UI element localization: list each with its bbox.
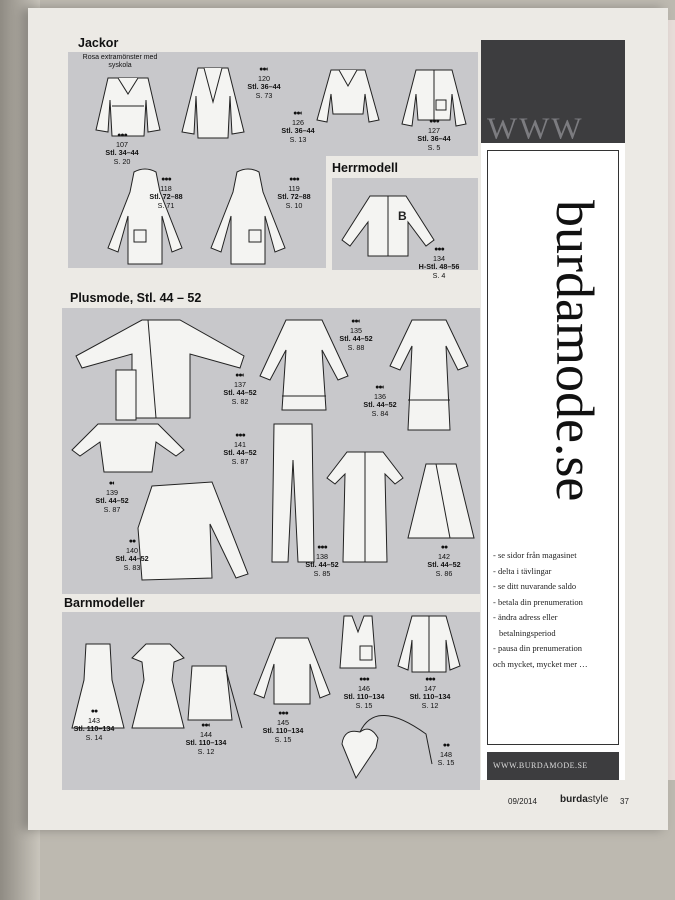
sketch-pants-141: [271, 423, 315, 563]
sketch-skirt-142: [407, 463, 475, 539]
section-title-jackor: Jackor: [78, 36, 119, 50]
ad-url: WWW.BURDAMODE.SE: [493, 761, 588, 770]
sketch-top-139: [71, 423, 185, 473]
sketch-dress-138: [326, 451, 404, 563]
ad-bullet: - se sidor från magasinet: [493, 550, 577, 560]
sketch-jacket-107: [95, 77, 161, 137]
sketch-dress-136: [389, 319, 469, 431]
ad-bottom-band: [487, 752, 619, 780]
sketch-top-135: [259, 319, 349, 411]
section-title-barnmodeller: Barnmodeller: [64, 596, 145, 610]
sketch-jacket-127: [401, 69, 467, 127]
ad-bullet: - se ditt nuvarande saldo: [493, 581, 577, 591]
sketch-skirt-144: [187, 665, 243, 729]
sketch-dress-144: [131, 643, 185, 729]
sketch-jacket-126: [316, 69, 380, 123]
ad-bullet: - pausa din prenumeration: [493, 643, 582, 653]
footer-page-number: 37: [620, 797, 629, 806]
ad-frame: [487, 150, 619, 745]
ad-bullet: betalningsperiod: [499, 627, 556, 638]
sketch-top-140: [137, 481, 249, 581]
sketch-coat-137: [75, 319, 245, 421]
ad-bullet: - ändra adress eller: [493, 612, 558, 622]
ad-www-graphic: WWW: [487, 110, 584, 146]
footer-brand-light: style: [587, 794, 609, 805]
ad-bullet-list: - se sidor från magasinet - delta i tävl…: [493, 548, 588, 672]
sketch-jacket-145: [253, 637, 331, 705]
sketch-bomber-134: B: [341, 195, 435, 257]
footer-brand: burdastyle: [560, 794, 608, 805]
sketch-jacket-120: [181, 67, 245, 139]
footer-issue: 09/2014: [508, 797, 537, 806]
next-page-edge: [665, 20, 675, 780]
burdamode-ad: WWW burdamode.se - se sidor från magasin…: [481, 40, 625, 780]
sketch-jacket-147: [397, 615, 461, 673]
ad-bullet: - betala din prenumeration: [493, 596, 583, 607]
sketch-hood-jacket-119: [210, 168, 286, 265]
sketch-dress-143: [71, 643, 125, 729]
footer-brand-bold: burda: [560, 794, 588, 805]
ad-top-band: [481, 40, 625, 143]
sketch-hood-jacket-118: [107, 168, 183, 265]
section-title-herrmodell: Herrmodell: [332, 161, 398, 175]
svg-text:B: B: [398, 209, 407, 223]
jackor-note: Rosa extramönster med syskola: [82, 54, 158, 69]
sketch-vest-146: [339, 615, 377, 669]
ad-bullet: och mycket, mycket mer …: [493, 658, 588, 669]
section-title-plusmode: Plusmode, Stl. 44 – 52: [70, 291, 202, 305]
ad-bullet: - delta i tävlingar: [493, 565, 552, 576]
sketch-bag-148: [341, 715, 433, 780]
